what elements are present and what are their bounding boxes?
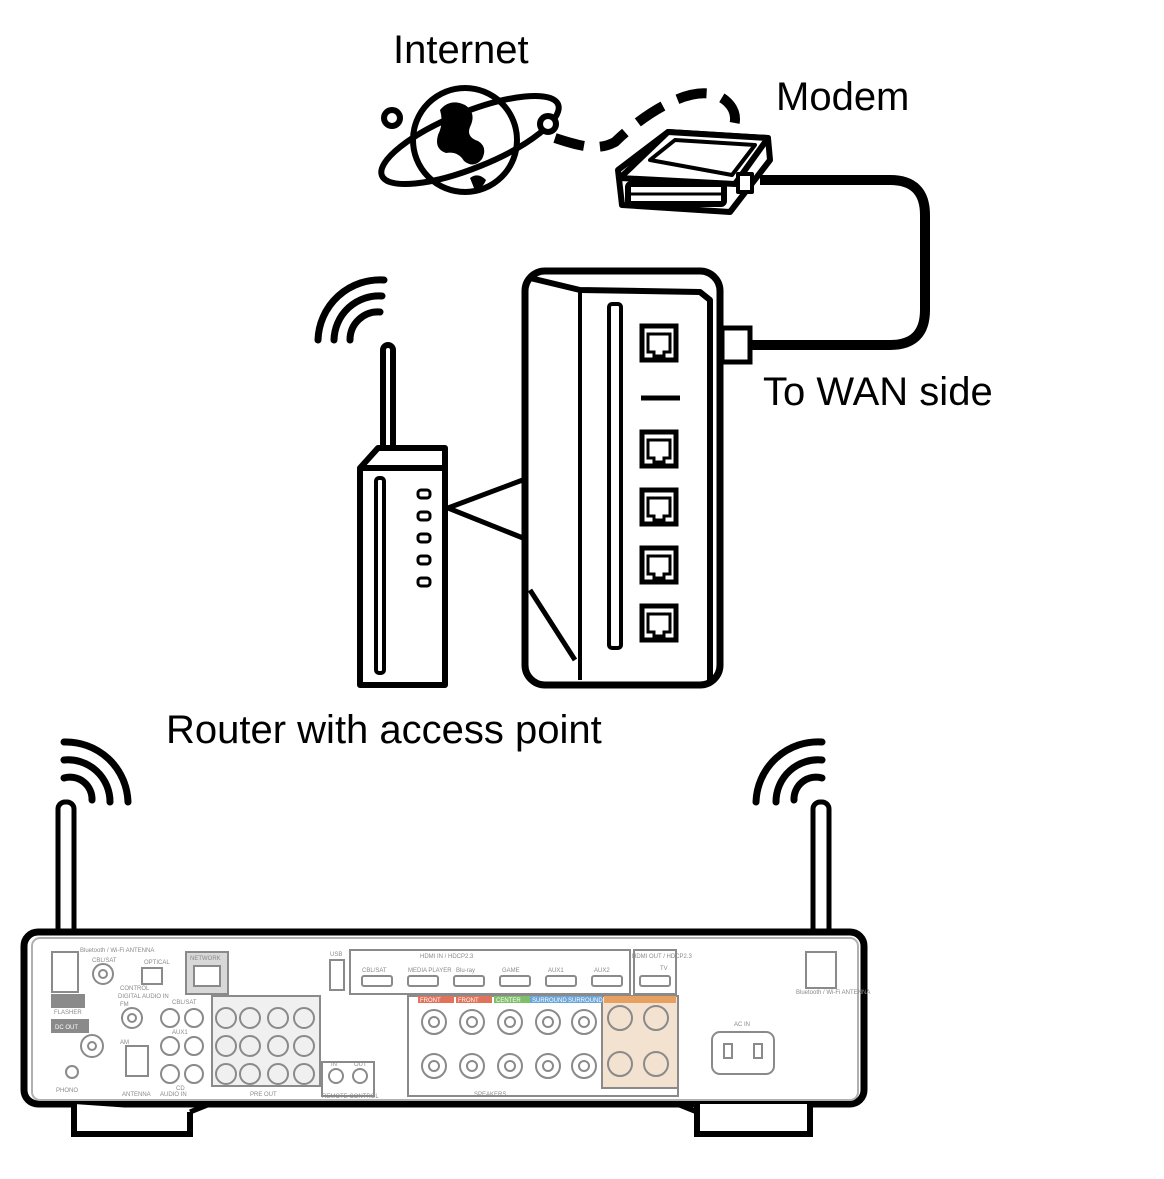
surround-back-color-tag: [604, 996, 676, 1003]
hdmi-input-2-label: MEDIA PLAYER: [408, 968, 452, 974]
bt-antenna-right-label: Bluetooth / Wi-Fi ANTENNA: [796, 990, 870, 996]
surround-right-label: SURROUND: [568, 998, 603, 1004]
lan-port-3-icon: [639, 545, 679, 585]
center-color-tag: [494, 996, 530, 1003]
remote-in-label: IN: [331, 1062, 337, 1068]
internet-label: Internet: [393, 28, 529, 72]
audio-input-2-label: AUX1: [172, 1030, 188, 1036]
receiver-left-wifi-waves-icon: [60, 738, 132, 806]
hdmi-input-4-label: GAME: [502, 968, 520, 974]
control-label: CONTROL: [120, 986, 150, 992]
flasher-label: FLASHER: [54, 1010, 82, 1016]
receiver-antenna-left-icon: [55, 799, 77, 945]
hdmi-out-label: HDMI OUT / HDCP2.3: [632, 954, 693, 960]
speakers-label: SPEAKERS: [474, 1092, 506, 1098]
router-wifi-waves-icon: [314, 276, 388, 344]
modem-icon: [615, 129, 773, 215]
to-wan-side-label: To WAN side: [763, 370, 993, 414]
center-label: CENTER: [496, 998, 521, 1004]
audio-input-3-label: CD: [176, 1086, 185, 1092]
router-ports-zoom: [521, 267, 724, 689]
wan-cable: [750, 175, 930, 350]
antenna-label: ANTENNA: [122, 1092, 151, 1098]
lan-port-2-icon: [639, 487, 679, 527]
hdmi-input-6-label: AUX2: [594, 968, 610, 974]
router-callout-wedge: [445, 475, 531, 543]
ac-in-label: AC IN: [734, 1022, 750, 1028]
front-right-color-tag: [456, 996, 492, 1003]
cbl-sat-label: CBL/SAT: [92, 958, 117, 964]
rear-panel: [51, 949, 837, 1097]
dc-out-label: DC OUT: [55, 1025, 78, 1031]
internet-dashed-link: [553, 88, 740, 152]
audio-input-1-label: CBL/SAT: [172, 1000, 197, 1006]
lan-port-1-icon: [639, 429, 679, 469]
router-icon: [357, 342, 448, 688]
network-label: NETWORK: [190, 956, 221, 962]
tv-label: TV: [660, 966, 668, 972]
front-left-label: FRONT: [420, 998, 441, 1004]
remote-control-label: REMOTE CONTROL: [322, 1094, 379, 1100]
phono-label: PHONO: [56, 1088, 78, 1094]
am-label: AM: [120, 1040, 129, 1046]
hdmi-input-5-label: AUX1: [548, 968, 564, 974]
internet-globe-icon: [378, 85, 562, 195]
usb-label: USB: [330, 952, 342, 958]
audio-in-label: AUDIO IN: [160, 1092, 187, 1098]
hdmi-input-3-label: Blu-ray: [456, 968, 475, 974]
front-right-label: FRONT: [458, 998, 479, 1004]
surround-left-color-tag: [530, 996, 566, 1003]
hdmi-input-1-label: CBL/SAT: [362, 968, 387, 974]
modem-label: Modem: [776, 75, 909, 119]
optical-label: OPTICAL: [144, 960, 170, 966]
hdmi-in-label: HDMI IN / HDCP2.3: [420, 954, 474, 960]
receiver-right-wifi-waves-icon: [752, 738, 826, 806]
receiver-antenna-right-icon: [810, 799, 832, 945]
remote-out-label: OUT: [354, 1062, 367, 1068]
surround-left-label: SURROUND: [532, 998, 567, 1004]
wan-port-icon: [639, 323, 679, 363]
surround-right-color-tag: [566, 996, 602, 1003]
front-left-color-tag: [418, 996, 454, 1003]
digital-audio-in-label: DIGITAL AUDIO IN: [118, 994, 169, 1000]
router-label: Router with access point: [166, 708, 602, 752]
fm-label: FM: [120, 1002, 129, 1008]
lan-port-4-icon: [639, 603, 679, 643]
bt-antenna-left-label: Bluetooth / Wi-Fi ANTENNA: [80, 948, 154, 954]
pre-out-label: PRE OUT: [250, 1092, 277, 1098]
